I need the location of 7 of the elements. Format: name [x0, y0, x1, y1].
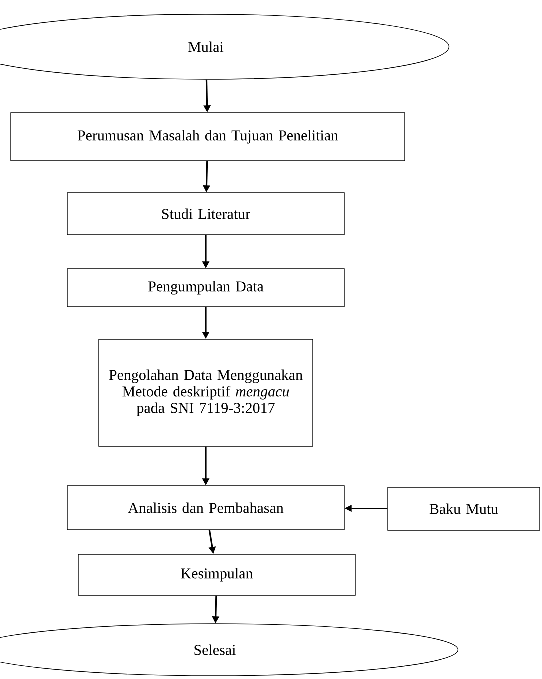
- process-box: Perumusan Masalah dan Tujuan Penelitian: [10, 112, 406, 162]
- process-box: Studi Literatur: [67, 192, 345, 236]
- process-box: Pengolahan Data Menggunakan Metode deskriptif mengacu pada SNI 7119-3:2017: [98, 339, 314, 447]
- process-box: Analisis dan Pembahasan: [67, 486, 345, 530]
- process-box: Baku Mutu: [388, 487, 540, 531]
- process-box: Kesimpulan: [78, 554, 356, 596]
- process-box: Pengumpulan Data: [67, 268, 345, 308]
